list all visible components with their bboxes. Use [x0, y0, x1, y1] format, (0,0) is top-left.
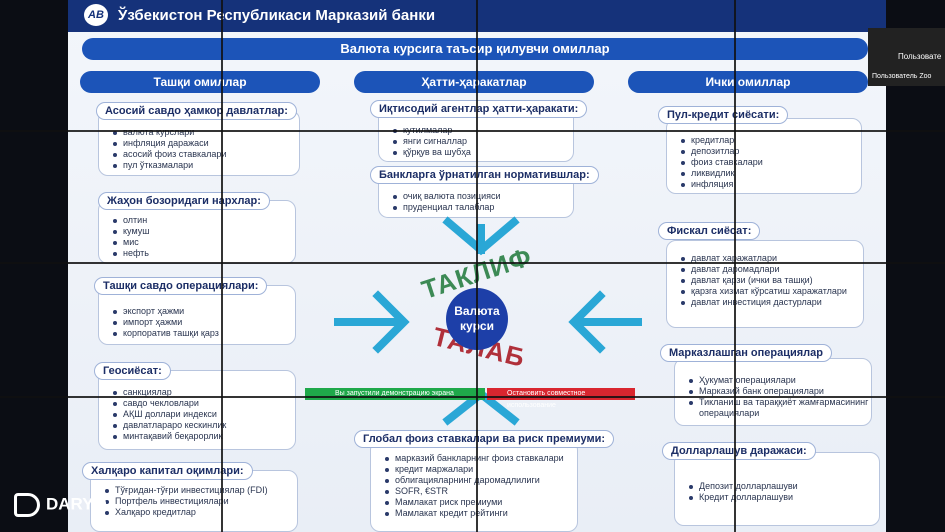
list-item: янги сигналлар [393, 136, 573, 147]
list-item: минтақавий беқарорлик [113, 431, 295, 442]
list-item: қарзга хизмат кўрсатиш харажатлари [681, 286, 863, 297]
column-header-external: Ташқи омиллар [80, 71, 320, 93]
card-title: Жаҳон бозоридаги нархлар: [98, 192, 270, 210]
list-item: санкциялар [113, 387, 295, 398]
list-item: марказий банкларнинг фоиз ставкалари [385, 453, 577, 464]
list-item: асосий фоиз ставкалари [113, 149, 299, 160]
card-dollarization: Депозит долларлашуви Кредит долларлашуви [674, 452, 880, 526]
list-item: нефть [113, 248, 295, 259]
card-title: Геосиёсат: [94, 362, 171, 380]
list-item: қўрқув ва шубҳа [393, 147, 573, 158]
card-global-rates: марказий банкларнинг фоиз ставкалари кре… [370, 440, 578, 532]
card-foreign-trade: экспорт ҳажми импорт ҳажми корпоратив та… [98, 285, 296, 345]
card-title: Банкларга ўрнатилган норматившлар: [370, 166, 599, 184]
arrow-left-icon [568, 290, 642, 354]
card-centralized-operations: Ҳукумат операциялари Марказий банк опера… [674, 358, 872, 426]
slide-title: Валюта курсига таъсир қилувчи омиллар [82, 38, 868, 60]
list-item: пруденциал талаблар [393, 202, 573, 213]
list-item: инфляция даражаси [113, 138, 299, 149]
card-title: Иқтисодий агентлар ҳатти-ҳаракати: [370, 100, 588, 118]
list-item: олтин [113, 215, 295, 226]
list-item: инфляция [681, 179, 861, 190]
screen-seam [221, 0, 223, 532]
bank-logo: AB [84, 4, 108, 26]
card-title: Марказлашган операциялар [660, 344, 832, 362]
card-fiscal-policy: давлат харажатлари давлат даромадлари да… [666, 240, 864, 328]
card-title: Долларлашув даражаси: [662, 442, 816, 460]
list-item: облигацияларнинг даромадлилиги [385, 475, 577, 486]
column-header-actions: Ҳатти-ҳаракатлар [354, 71, 594, 93]
stop-share-button[interactable]: Остановить совместное использование [487, 388, 635, 409]
list-item: давлат харажатлари [681, 253, 863, 264]
bank-name: Ўзбекистон Республикаси Марказий банки [118, 7, 436, 24]
arrow-right-icon [334, 290, 410, 354]
list-item: Портфель инвестициялари [105, 496, 297, 507]
list-item: давлат даромадлари [681, 264, 863, 275]
card-title: Асосий савдо ҳамкор давлатлар: [96, 102, 297, 120]
list-item: АҚШ доллари индекси [113, 409, 295, 420]
card-world-prices: олтин кумуш мис нефть [98, 200, 296, 264]
list-item: Тикланиш ва тараққиёт жамғармасининг опе… [689, 397, 871, 419]
list-item: Ҳукумат операциялари [689, 375, 871, 386]
screen-seam [476, 0, 478, 532]
participant-name-1: Пользовате [898, 52, 942, 61]
screen-seam [0, 396, 945, 398]
list-item: Тўғридан-тўғри инвестициялар (FDI) [105, 485, 297, 496]
list-item: кредитлар [681, 135, 861, 146]
list-item: давлат қарзи (ички ва ташқи) [681, 275, 863, 286]
list-item: давлатлараро кескинлик [113, 420, 295, 431]
participant-name-2: Пользователь Zoo [872, 73, 932, 80]
list-item: экспорт ҳажми [113, 306, 295, 317]
daryo-watermark: DARYO [14, 493, 107, 517]
list-item: очиқ валюта позицияси [393, 191, 573, 202]
card-title: Пул-кредит сиёсати: [658, 106, 789, 124]
daryo-logo-icon [14, 493, 40, 517]
list-item: импорт ҳажми [113, 317, 295, 328]
list-item: Марказий банк операциялари [689, 386, 871, 397]
list-item: валюта курслари [113, 127, 299, 138]
card-title: Халқаро капитал оқимлари: [82, 462, 253, 480]
list-item: фоиз ставкалари [681, 157, 861, 168]
list-item: Депозит долларлашуви [689, 481, 879, 492]
card-geopolitics: санкциялар савдо чекловлари АҚШ доллари … [98, 370, 296, 450]
list-item: савдо чекловлари [113, 398, 295, 409]
screen-seam [0, 262, 945, 264]
sharing-status: Вы запустили демонстрацию экрана [305, 388, 485, 400]
list-item: пул ўтказмалари [113, 160, 299, 171]
screen-seam [0, 130, 945, 132]
card-title: Глобал фоиз ставкалари ва риск премиуми: [354, 430, 615, 448]
list-item: кумуш [113, 226, 295, 237]
list-item: ликвидлик [681, 168, 861, 179]
list-item: корпоратив ташқи қарз [113, 328, 295, 339]
participant-panel: Пользовате Пользователь Zoo [868, 28, 945, 86]
list-item: Халқаро кредитлар [105, 507, 297, 518]
list-item: депозитлар [681, 146, 861, 157]
list-item: Кредит долларлашуви [689, 492, 879, 503]
card-capital-flows: Тўғридан-тўғри инвестициялар (FDI) Портф… [90, 470, 298, 532]
card-trade-partners: валюта курслари инфляция даражаси асосий… [98, 110, 300, 176]
watermark-text: DARYO [46, 494, 107, 514]
column-header-internal: Ички омиллар [628, 71, 868, 93]
list-item: Мамлакат кредит рейтинги [385, 508, 577, 519]
card-title: Фискал сиёсат: [658, 222, 761, 240]
list-item: Мамлакат риск премиуми [385, 497, 577, 508]
screen-seam [734, 0, 736, 532]
list-item: SOFR, €STR [385, 486, 577, 497]
list-item: мис [113, 237, 295, 248]
list-item: кредит маржалари [385, 464, 577, 475]
card-title: Ташқи савдо операциялари: [94, 277, 268, 295]
list-item: давлат инвестиция дастурлари [681, 297, 863, 308]
